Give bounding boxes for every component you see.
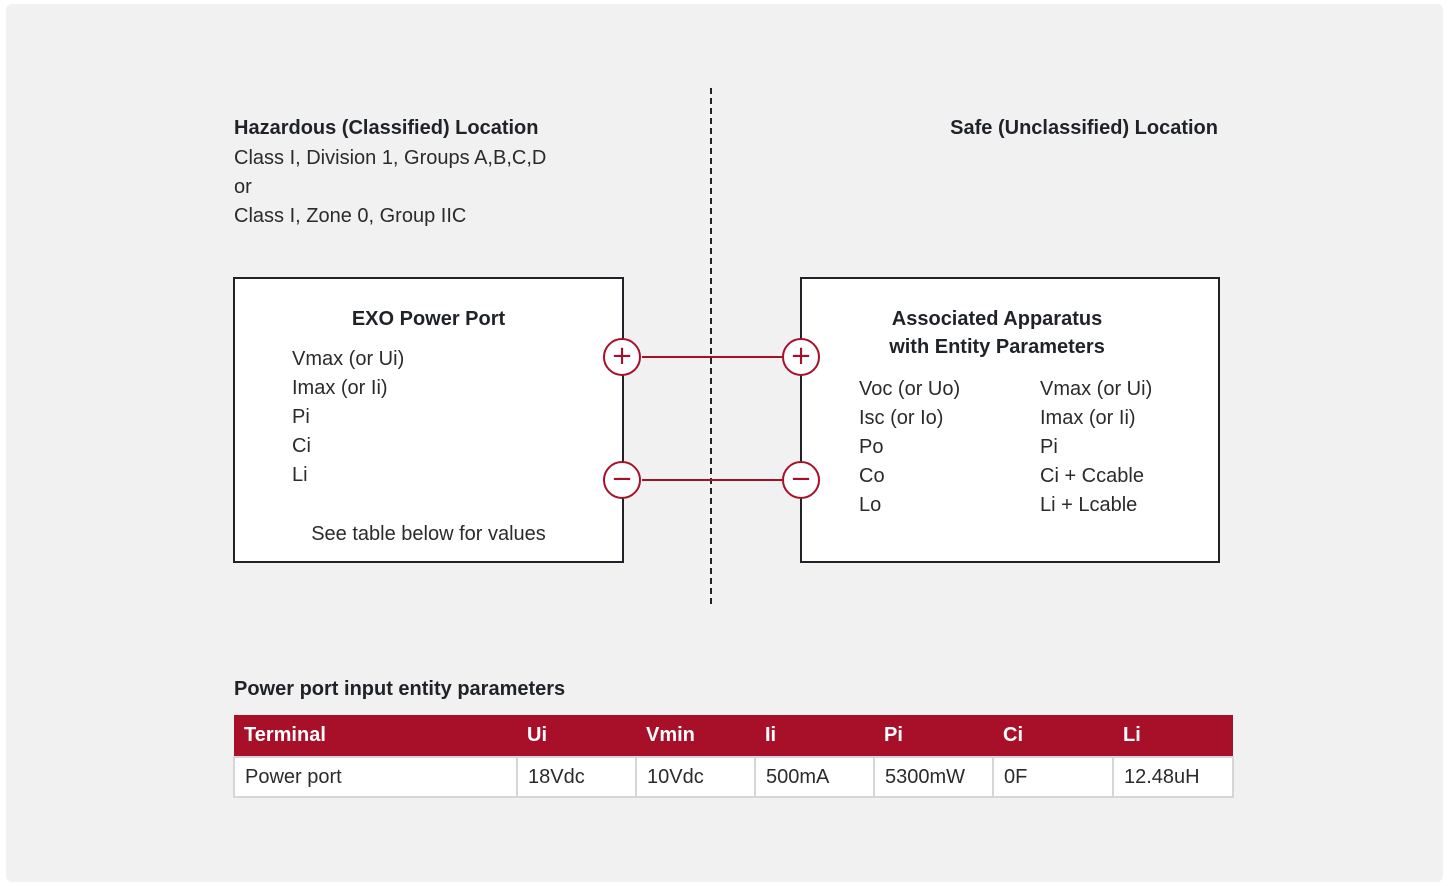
exo-power-port-title: EXO Power Port <box>351 308 506 330</box>
header-pi: Pi <box>874 715 993 757</box>
exo-param-ci: Ci <box>292 435 311 457</box>
negative-wire <box>642 479 782 481</box>
hazardous-location-title: Hazardous (Classified) Location <box>234 117 539 139</box>
exo-param-li: Li <box>292 464 308 486</box>
cell-ci: 0F <box>992 756 1114 798</box>
table-row: Power port 18Vdc 10Vdc 500mA 5300mW 0F 1… <box>233 756 1234 798</box>
assoc-param-ci-ccable: Ci + Ccable <box>1040 465 1144 487</box>
assoc-param-lo: Lo <box>859 494 882 516</box>
plus-icon: + <box>790 341 812 371</box>
cell-vmin: 10Vdc <box>635 756 756 798</box>
table-title: Power port input entity parameters <box>234 678 566 700</box>
cell-ui: 18Vdc <box>516 756 637 798</box>
cell-li: 12.48uH <box>1112 756 1234 798</box>
positive-wire <box>642 356 782 358</box>
cell-ii: 500mA <box>754 756 875 798</box>
minus-icon: − <box>611 464 633 494</box>
hazardous-location-line-1: Class I, Division 1, Groups A,B,C,D <box>234 147 547 169</box>
minus-icon: − <box>790 464 812 494</box>
assoc-param-imax: Imax (or Ii) <box>1040 407 1136 429</box>
header-vmin: Vmin <box>636 715 755 757</box>
hazardous-location-line-2: or <box>234 176 252 198</box>
assoc-param-po: Po <box>859 436 884 458</box>
assoc-param-isc: Isc (or Io) <box>859 407 944 429</box>
exo-note: See table below for values <box>311 523 546 545</box>
header-terminal: Terminal <box>234 715 517 757</box>
exo-power-port-box: EXO Power Port Vmax (or Ui) Imax (or Ii)… <box>233 277 624 563</box>
hazardous-location-line-3: Class I, Zone 0, Group IIC <box>234 205 467 227</box>
assoc-param-voc: Voc (or Uo) <box>859 378 961 400</box>
plus-icon: + <box>611 341 633 371</box>
assoc-param-co: Co <box>859 465 885 487</box>
assoc-param-pi: Pi <box>1040 436 1058 458</box>
assoc-param-vmax: Vmax (or Ui) <box>1040 378 1153 400</box>
cell-pi: 5300mW <box>873 756 994 798</box>
apparatus-negative-terminal-icon: − <box>782 461 820 499</box>
header-ci: Ci <box>993 715 1113 757</box>
exo-param-pi: Pi <box>292 406 310 428</box>
exo-param-imax: Imax (or Ii) <box>292 377 388 399</box>
table-header-row: Terminal Ui Vmin Ii Pi Ci Li <box>234 715 1233 757</box>
entity-parameters-table: Terminal Ui Vmin Ii Pi Ci Li Power port … <box>233 715 1234 798</box>
cell-terminal: Power port <box>233 756 518 798</box>
safe-location-title: Safe (Unclassified) Location <box>950 117 1218 139</box>
associated-apparatus-box: Associated Apparatus with Entity Paramet… <box>800 277 1220 563</box>
exo-negative-terminal-icon: − <box>603 461 641 499</box>
associated-apparatus-title: Associated Apparatus <box>891 308 1103 330</box>
header-li: Li <box>1113 715 1233 757</box>
header-ui: Ui <box>517 715 636 757</box>
exo-positive-terminal-icon: + <box>603 338 641 376</box>
assoc-param-li-lcable: Li + Lcable <box>1040 494 1138 516</box>
location-boundary-divider <box>710 88 712 604</box>
associated-apparatus-subtitle: with Entity Parameters <box>889 336 1105 358</box>
apparatus-positive-terminal-icon: + <box>782 338 820 376</box>
header-ii: Ii <box>755 715 874 757</box>
exo-param-vmax: Vmax (or Ui) <box>292 348 405 370</box>
